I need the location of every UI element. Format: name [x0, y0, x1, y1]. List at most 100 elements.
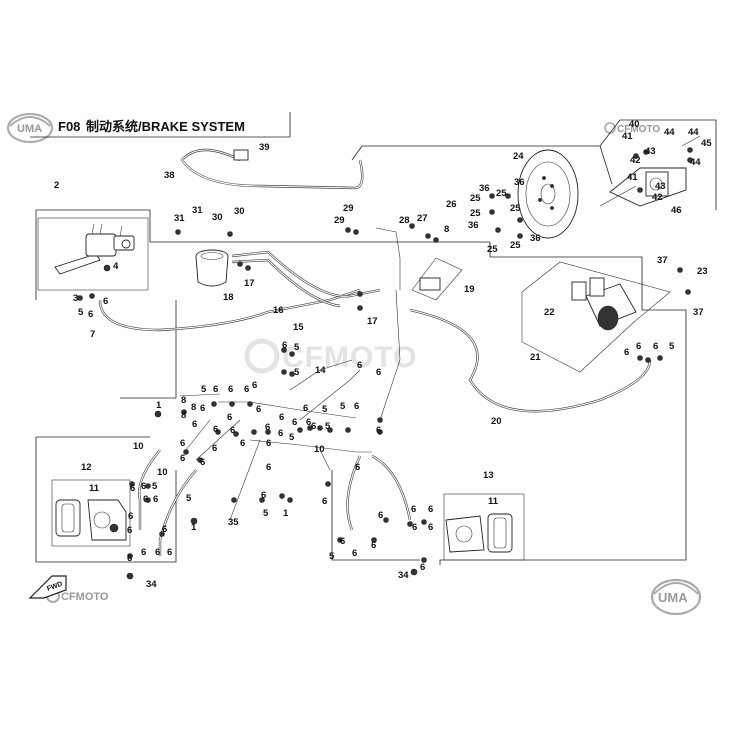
master-cylinder-inset: [37, 217, 149, 291]
callout-6: 6: [376, 367, 381, 378]
callout-25: 25: [487, 244, 498, 255]
uma-logo-top-left: UMA: [7, 113, 53, 143]
callout-18: 18: [223, 292, 234, 303]
callout-39: 39: [259, 142, 270, 153]
cfmoto-watermark: CFMOTO: [244, 338, 417, 374]
boundary-lines: [35, 119, 717, 565]
callout-6: 6: [636, 341, 641, 352]
front-left-caliper-inset: [51, 479, 131, 547]
callout-6: 6: [266, 462, 271, 473]
callout-11: 11: [89, 483, 100, 494]
callout-6: 6: [192, 419, 197, 430]
callout-6: 6: [180, 453, 185, 464]
brake-disc: [517, 149, 579, 239]
callout-25: 25: [470, 193, 481, 204]
uma-logo-bottom-right: UMA: [650, 578, 702, 616]
callout-6: 6: [240, 438, 245, 449]
callout-6: 6: [653, 341, 658, 352]
callout-6: 6: [162, 524, 167, 535]
callout-5: 5: [325, 421, 331, 432]
callout-36: 36: [468, 220, 479, 231]
callout-10: 10: [157, 467, 168, 478]
callout-43: 43: [655, 181, 666, 192]
callout-6: 6: [200, 403, 205, 414]
callout-6: 6: [155, 547, 160, 558]
callout-8: 8: [191, 402, 196, 413]
callout-5: 5: [201, 384, 207, 395]
callout-30: 30: [234, 206, 245, 217]
callout-21: 21: [530, 352, 541, 363]
callout-6: 6: [230, 425, 235, 436]
callout-35: 35: [228, 517, 239, 528]
callout-6: 6: [200, 457, 205, 468]
callout-5: 5: [322, 404, 328, 415]
callout-6: 6: [213, 424, 218, 435]
callout-6: 6: [624, 347, 629, 358]
callout-6: 6: [88, 309, 93, 320]
fluid-reservoir: [195, 249, 229, 287]
callout-numbers: 2 3 4 5 6 6 7 31 31 30 30 18 17 16 15 17…: [54, 119, 712, 590]
brake-junction: [411, 257, 463, 301]
callout-7: 7: [90, 329, 95, 340]
callout-8: 8: [181, 395, 186, 406]
callout-16: 16: [273, 305, 284, 316]
brake-hoses: [98, 227, 652, 556]
callout-6: 6: [127, 553, 132, 564]
callout-22: 22: [544, 307, 555, 318]
callout-29: 29: [343, 203, 354, 214]
callout-6: 6: [213, 384, 218, 395]
callout-25: 25: [510, 203, 521, 214]
section-code: F08: [58, 119, 80, 134]
uma-logo-text: UMA: [658, 590, 688, 605]
callout-6: 6: [265, 422, 270, 433]
callout-1: 1: [283, 508, 289, 519]
callout-5: 5: [152, 481, 158, 492]
callout-31: 31: [174, 213, 185, 224]
callout-6: 6: [227, 412, 232, 423]
callout-43: 43: [645, 146, 656, 157]
callout-6: 6: [266, 438, 271, 449]
callout-6: 6: [128, 511, 133, 522]
watermark-brand-text: CFMOTO: [282, 341, 417, 374]
callout-6: 6: [306, 417, 311, 428]
callout-6: 6: [354, 401, 359, 412]
callout-6: 6: [355, 462, 360, 473]
callout-5: 5: [186, 493, 192, 504]
fittings: [77, 147, 693, 580]
callout-41: 41: [627, 172, 638, 183]
callout-42: 42: [652, 192, 663, 203]
callout-13: 13: [483, 470, 494, 481]
parking-caliper: [599, 135, 701, 207]
callout-2: 2: [54, 180, 59, 191]
callout-17: 17: [367, 316, 378, 327]
callout-30: 30: [212, 212, 223, 223]
callout-6: 6: [143, 494, 148, 505]
callout-6: 6: [311, 421, 316, 432]
callout-36: 36: [479, 183, 490, 194]
callout-37: 37: [693, 307, 704, 318]
page-header: F08 制动系统/BRAKE SYSTEM: [30, 112, 291, 138]
callout-6: 6: [212, 443, 217, 454]
callout-6: 6: [127, 525, 132, 536]
callout-3: 3: [73, 293, 78, 304]
callout-36: 36: [530, 233, 541, 244]
callout-1: 1: [156, 400, 162, 411]
callout-6: 6: [371, 540, 376, 551]
callout-5: 5: [289, 432, 295, 443]
fwd-arrow-icon: FWD: [28, 575, 67, 599]
callout-10: 10: [314, 444, 325, 455]
callout-38: 38: [164, 170, 175, 181]
callout-1: 1: [191, 522, 197, 533]
callout-6: 6: [103, 296, 108, 307]
callout-6: 6: [256, 404, 261, 415]
callout-34: 34: [398, 570, 409, 581]
callout-6: 6: [167, 547, 172, 558]
callout-6: 6: [141, 547, 146, 558]
callout-6: 6: [130, 483, 135, 494]
callout-45: 45: [701, 138, 712, 149]
callout-6: 6: [292, 417, 297, 428]
callout-6: 6: [420, 562, 425, 573]
callout-41: 41: [622, 131, 633, 142]
callout-14: 14: [315, 365, 326, 376]
